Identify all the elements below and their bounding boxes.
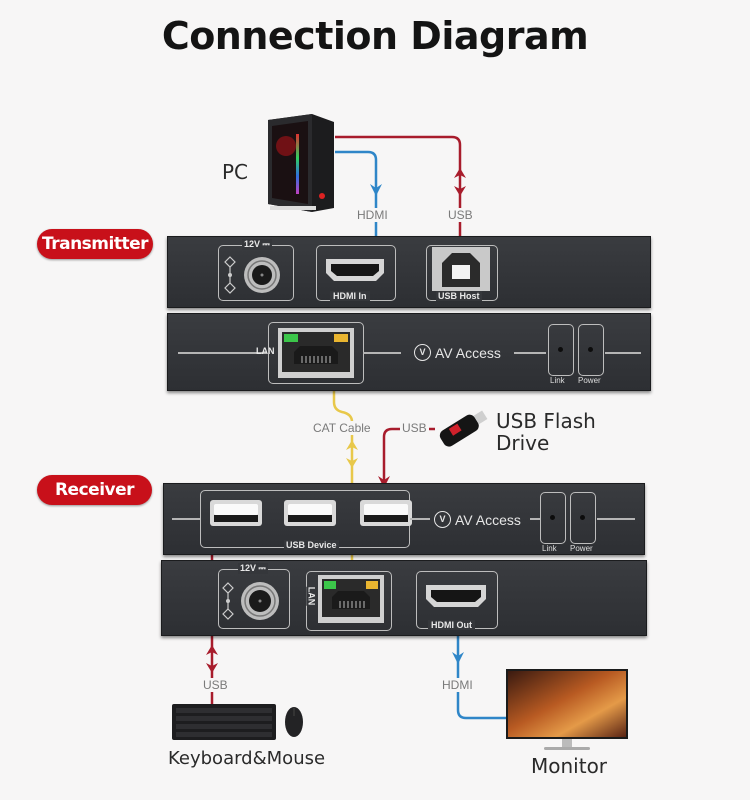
flash-usb-label: USB xyxy=(400,421,429,435)
hdmi-out-label: HDMI Out xyxy=(428,620,475,630)
hdmi-port-icon xyxy=(326,259,384,281)
link-label: Link xyxy=(542,544,557,553)
dc-power-jack-icon xyxy=(224,256,280,294)
keyboard-mouse-icon xyxy=(172,704,303,740)
cat-cable-line xyxy=(332,384,354,576)
power-led xyxy=(578,324,604,376)
usb-b-port-icon xyxy=(432,247,490,291)
brand-name: AV Access xyxy=(455,511,521,528)
lan-label: LAN xyxy=(306,586,317,606)
dc-power-jack-icon xyxy=(222,582,279,620)
link-label: Link xyxy=(550,376,565,385)
av-access-logo-icon: V xyxy=(434,511,451,528)
av-access-brand: V AV Access xyxy=(414,344,501,361)
pc-device xyxy=(258,112,336,214)
monitor-label: Monitor xyxy=(531,754,608,778)
pc-label: PC xyxy=(222,160,249,184)
brand-name: AV Access xyxy=(435,344,501,361)
usb-device-label: USB Device xyxy=(284,540,339,550)
transmitter-front-panel: LAN V AV Access Link Power xyxy=(167,313,651,391)
monitor-hdmi-label: HDMI xyxy=(440,678,475,692)
receiver-badge: Receiver xyxy=(37,475,152,505)
av-access-brand: V AV Access xyxy=(434,511,521,528)
monitor-icon xyxy=(506,669,628,750)
power-port-label: 12V ⎓ xyxy=(242,239,272,250)
pc-tower-icon xyxy=(268,114,334,212)
keyboard-mouse-label: Keyboard&Mouse xyxy=(168,748,326,769)
av-access-logo-icon: V xyxy=(414,344,431,361)
power-label: Power xyxy=(570,544,593,553)
usb-a-port-3 xyxy=(360,500,412,526)
flash-usb-arrow-icon xyxy=(378,476,390,488)
receiver-rear-panel: 12V ⎓ LAN HDMI Out xyxy=(161,560,647,636)
usb-a-port-2 xyxy=(284,500,336,526)
pc-usb-line xyxy=(335,135,462,243)
monitor-hdmi-line xyxy=(456,628,510,720)
monitor-hdmi-arrow-icon xyxy=(452,652,464,664)
power-led xyxy=(570,492,596,544)
rj45-port-icon xyxy=(278,328,354,378)
usb-flash-drive-label: USB Flash Drive xyxy=(496,409,596,455)
transmitter-rear-panel: 12V ⎓ HDMI In USB Host xyxy=(167,236,651,308)
cat-arrow-down-icon xyxy=(346,458,358,468)
usb-host-label: USB Host xyxy=(436,291,482,301)
power-port-label: 12V ⎓ xyxy=(238,563,268,574)
hdmi-in-label: HDMI In xyxy=(330,291,370,301)
pc-hdmi-arrow-icon xyxy=(370,184,382,196)
pc-hdmi-label: HDMI xyxy=(355,208,390,222)
cat-cable-label: CAT Cable xyxy=(311,421,373,435)
pc-usb-arrow-down-icon xyxy=(454,186,466,196)
page-title: Connection Diagram xyxy=(161,14,589,58)
receiver-front-panel: USB Device V AV Access Link Power xyxy=(163,483,645,555)
kbm-usb-arrow-up-icon xyxy=(206,645,218,655)
hdmi-port-icon xyxy=(426,585,486,607)
lan-label: LAN xyxy=(256,346,275,356)
cat-arrow-up-icon xyxy=(346,440,358,450)
kbm-usb-label: USB xyxy=(201,678,230,692)
link-led xyxy=(548,324,574,376)
pc-hdmi-line xyxy=(335,150,378,240)
transmitter-badge: Transmitter xyxy=(37,229,153,259)
rj45-port-icon xyxy=(318,575,384,623)
kbm-usb-arrow-down-icon xyxy=(206,663,218,673)
usb-flash-drive-icon xyxy=(439,410,488,447)
link-led xyxy=(540,492,566,544)
usb-a-port-1 xyxy=(210,500,262,526)
power-label: Power xyxy=(578,376,601,385)
pc-usb-arrow-up-icon xyxy=(454,168,466,178)
pc-usb-label: USB xyxy=(446,208,475,222)
